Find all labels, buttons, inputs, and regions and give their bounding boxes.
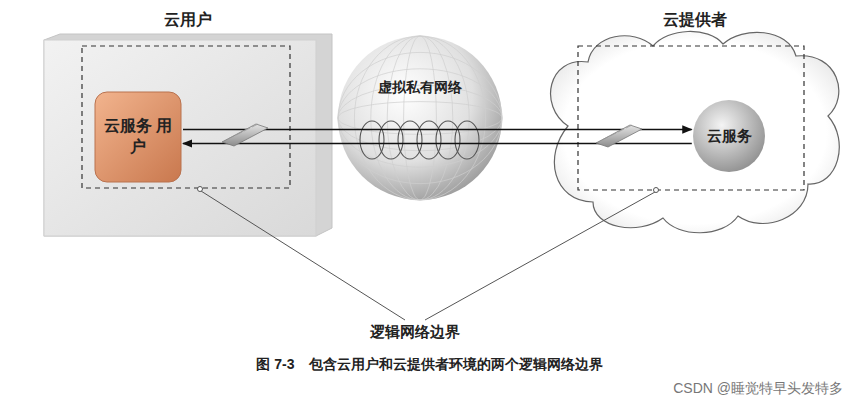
box3d-node: 云用户云服务 用户	[40, 6, 336, 238]
boundary-label: 逻辑网络边界	[0, 323, 830, 342]
leader-line	[425, 192, 655, 320]
cloud-shape	[538, 6, 852, 238]
logical-boundary	[82, 46, 290, 188]
sphere-shape	[338, 36, 502, 200]
watermark: CSDN @睡觉特早头发特多	[673, 380, 843, 398]
rbox-shape	[95, 92, 181, 182]
node-heading: 虚拟私有网络	[338, 78, 502, 96]
node-heading: 云提供者	[538, 10, 852, 31]
box3d-shape	[40, 6, 336, 238]
firewall-icon	[596, 125, 642, 147]
figure-caption: 图 7-3 包含云用户和云提供者环境的两个逻辑网络边界	[0, 356, 859, 374]
firewall-icon	[222, 124, 268, 146]
node-heading: 云用户	[40, 10, 336, 31]
sphere-node: 虚拟私有网络	[338, 36, 502, 200]
cloud-node: 云提供者云服务	[538, 6, 852, 238]
circle-node: 云服务	[693, 100, 765, 172]
leader-line	[201, 191, 405, 320]
leader-dot	[198, 187, 203, 192]
logical-boundary	[578, 46, 804, 190]
leader-dot	[654, 188, 659, 193]
node-label: 云服务	[707, 126, 752, 146]
node-label: 云服务 用户	[100, 116, 176, 158]
user-box: 云服务 用户	[95, 92, 181, 182]
vpn-tunnel-coil	[360, 121, 479, 159]
